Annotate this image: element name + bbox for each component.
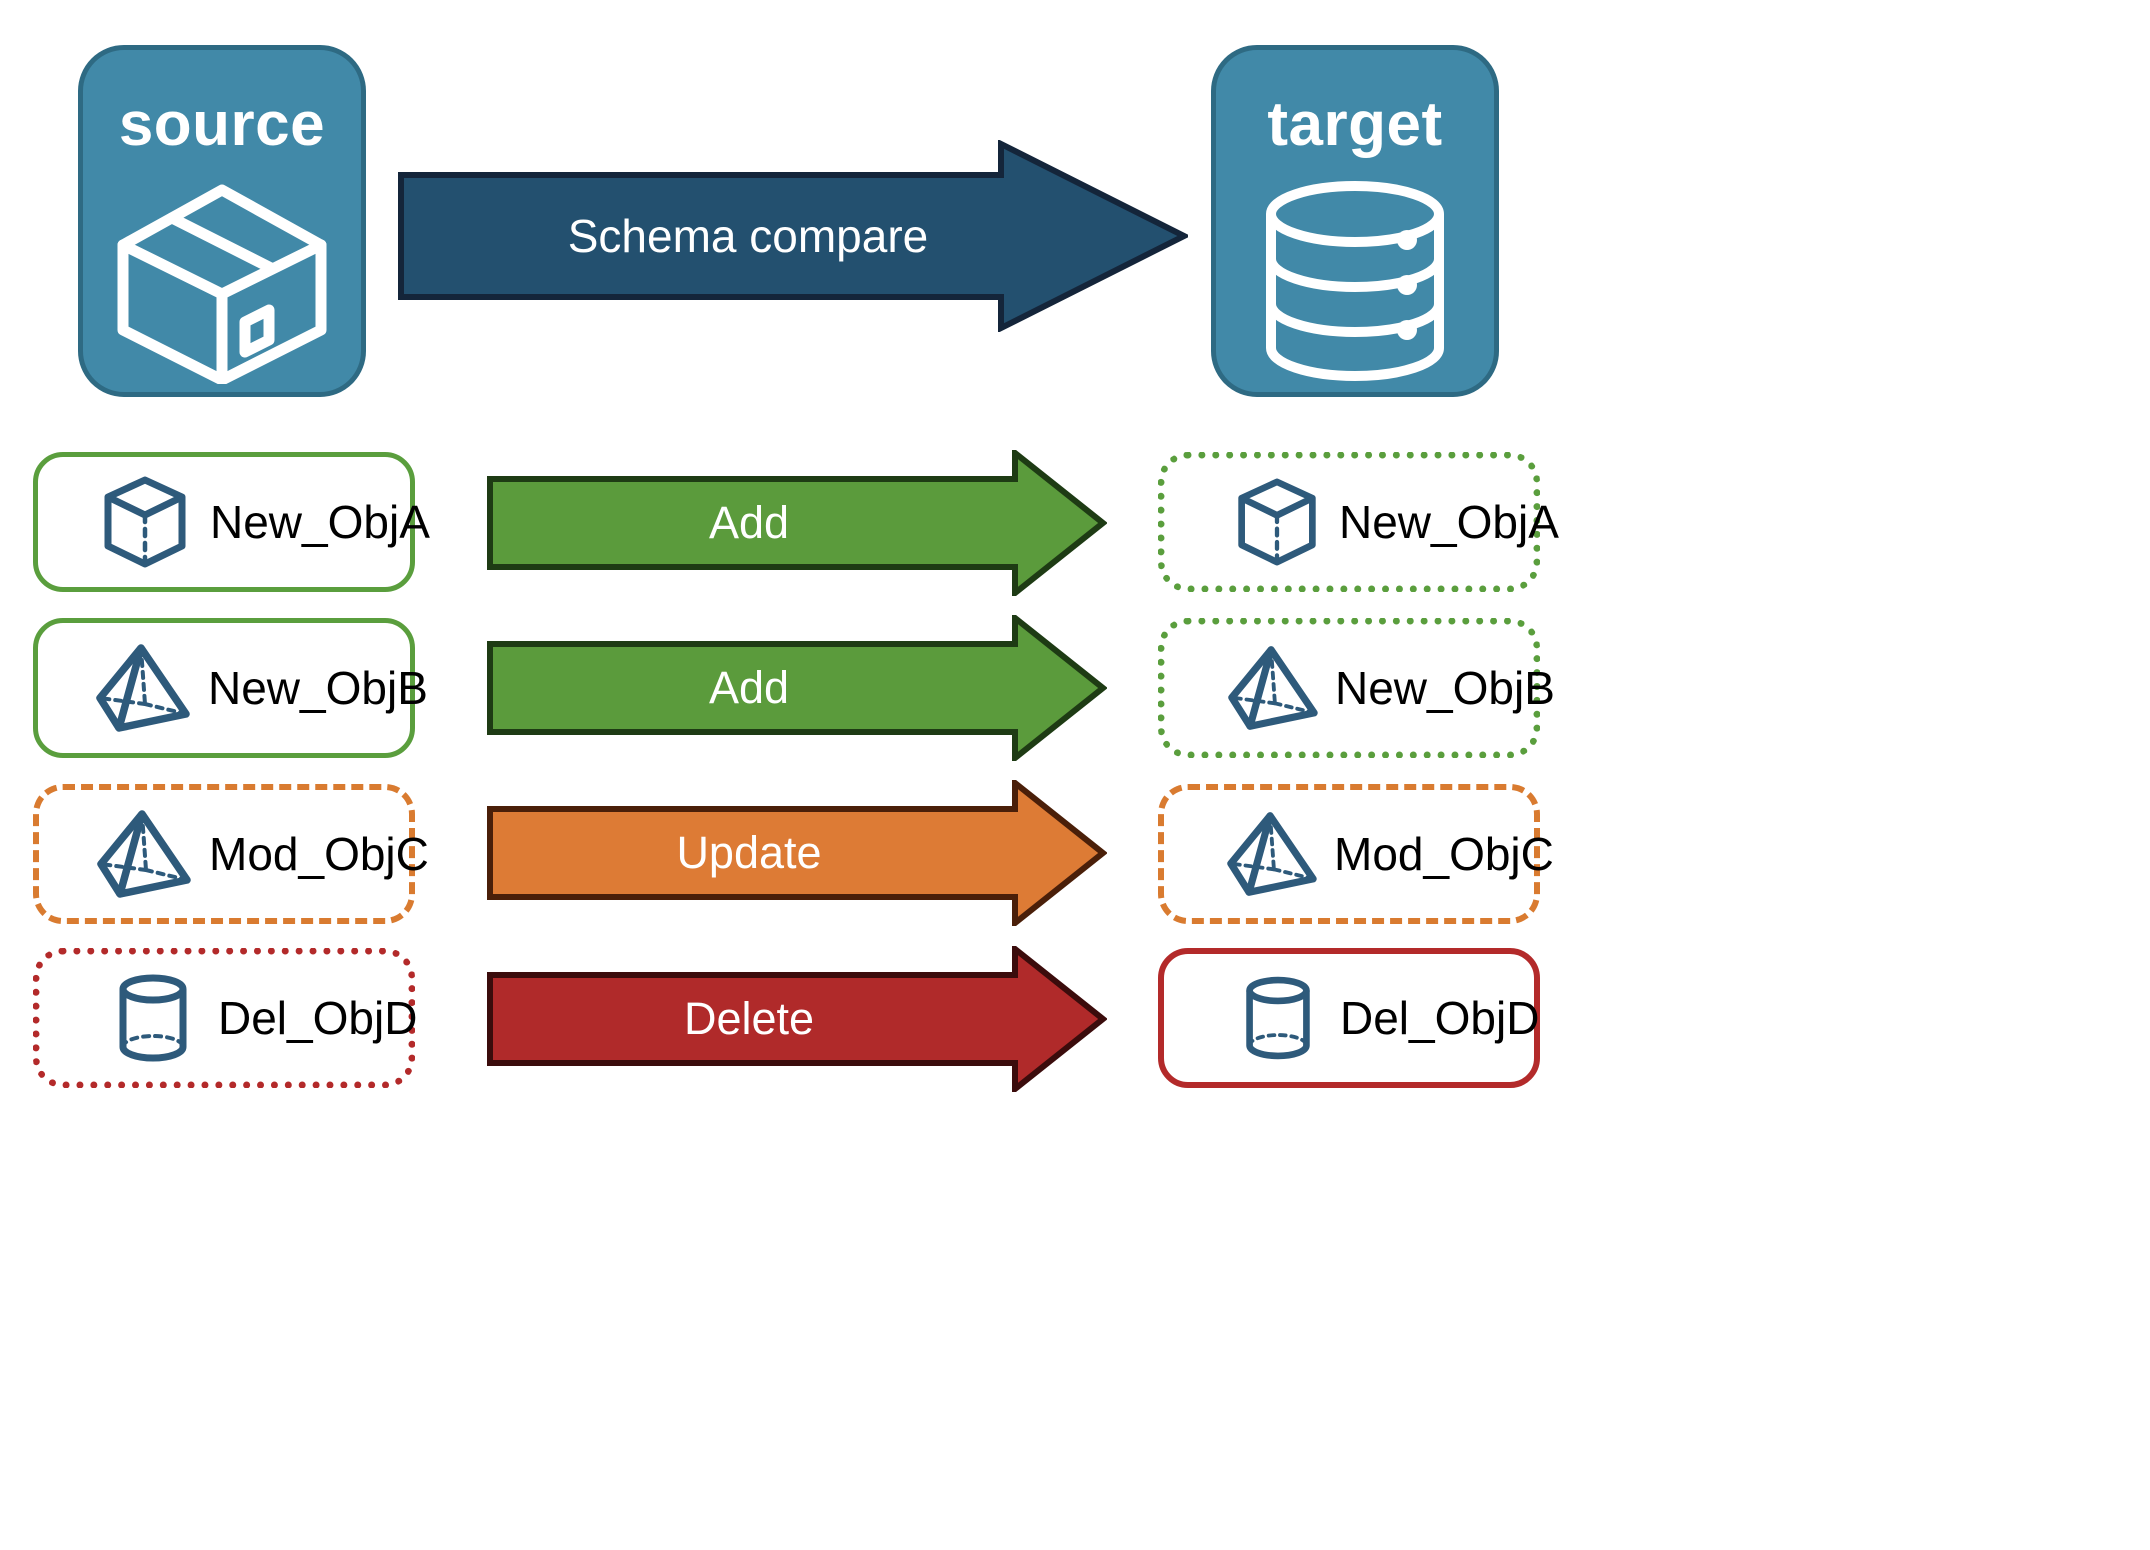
pyramid-wireframe-icon [1165,644,1335,732]
action-arrow-2[interactable]: Update [487,776,1108,930]
cube-wireframe-icon [38,474,210,570]
database-cylinder-icon [1255,178,1455,389]
source-object-card-1[interactable]: New_ObjB [33,618,428,758]
cylinder-wireframe-icon [40,972,218,1064]
target-object-card-0[interactable]: New_ObjA [1158,452,1559,592]
action-arrow-shape-0 [487,446,1108,600]
action-arrow-0[interactable]: Add [487,446,1108,600]
schema-compare-arrow-shape [398,139,1191,333]
schema-compare-arrow[interactable]: Schema compare [398,139,1191,333]
action-arrow-1[interactable]: Add [487,611,1108,765]
action-arrow-shape-1 [487,611,1108,765]
action-arrow-shape-2 [487,776,1108,930]
source-object-label-3: Del_ObjD [218,992,418,1044]
source-object-label-1: New_ObjB [208,662,428,714]
action-arrow-3[interactable]: Delete [487,942,1108,1096]
source-object-card-3[interactable]: Del_ObjD [33,948,418,1088]
target-object-label-1: New_ObjB [1335,662,1555,714]
source-endpoint-label: source [118,90,326,159]
cube-wireframe-icon [1165,476,1339,568]
pyramid-wireframe-icon [39,808,209,900]
target-object-label-0: New_ObjA [1339,496,1559,548]
package-box-icon [109,178,335,389]
source-object-card-0[interactable]: New_ObjA [33,452,430,592]
pyramid-wireframe-icon [1164,810,1334,898]
source-endpoint-card[interactable]: source [78,45,366,397]
target-object-label-3: Del_ObjD [1340,992,1540,1044]
target-endpoint-label: target [1267,90,1443,159]
target-object-label-2: Mod_ObjC [1334,828,1554,880]
target-object-card-2[interactable]: Mod_ObjC [1158,784,1554,924]
source-object-label-2: Mod_ObjC [209,828,429,880]
source-object-label-0: New_ObjA [210,496,430,548]
target-endpoint-card[interactable]: target [1211,45,1499,397]
cylinder-wireframe-icon [1164,974,1340,1062]
target-object-card-1[interactable]: New_ObjB [1158,618,1555,758]
target-object-card-3[interactable]: Del_ObjD [1158,948,1540,1088]
action-arrow-shape-3 [487,942,1108,1096]
source-object-card-2[interactable]: Mod_ObjC [33,784,429,924]
pyramid-wireframe-icon [38,642,208,734]
